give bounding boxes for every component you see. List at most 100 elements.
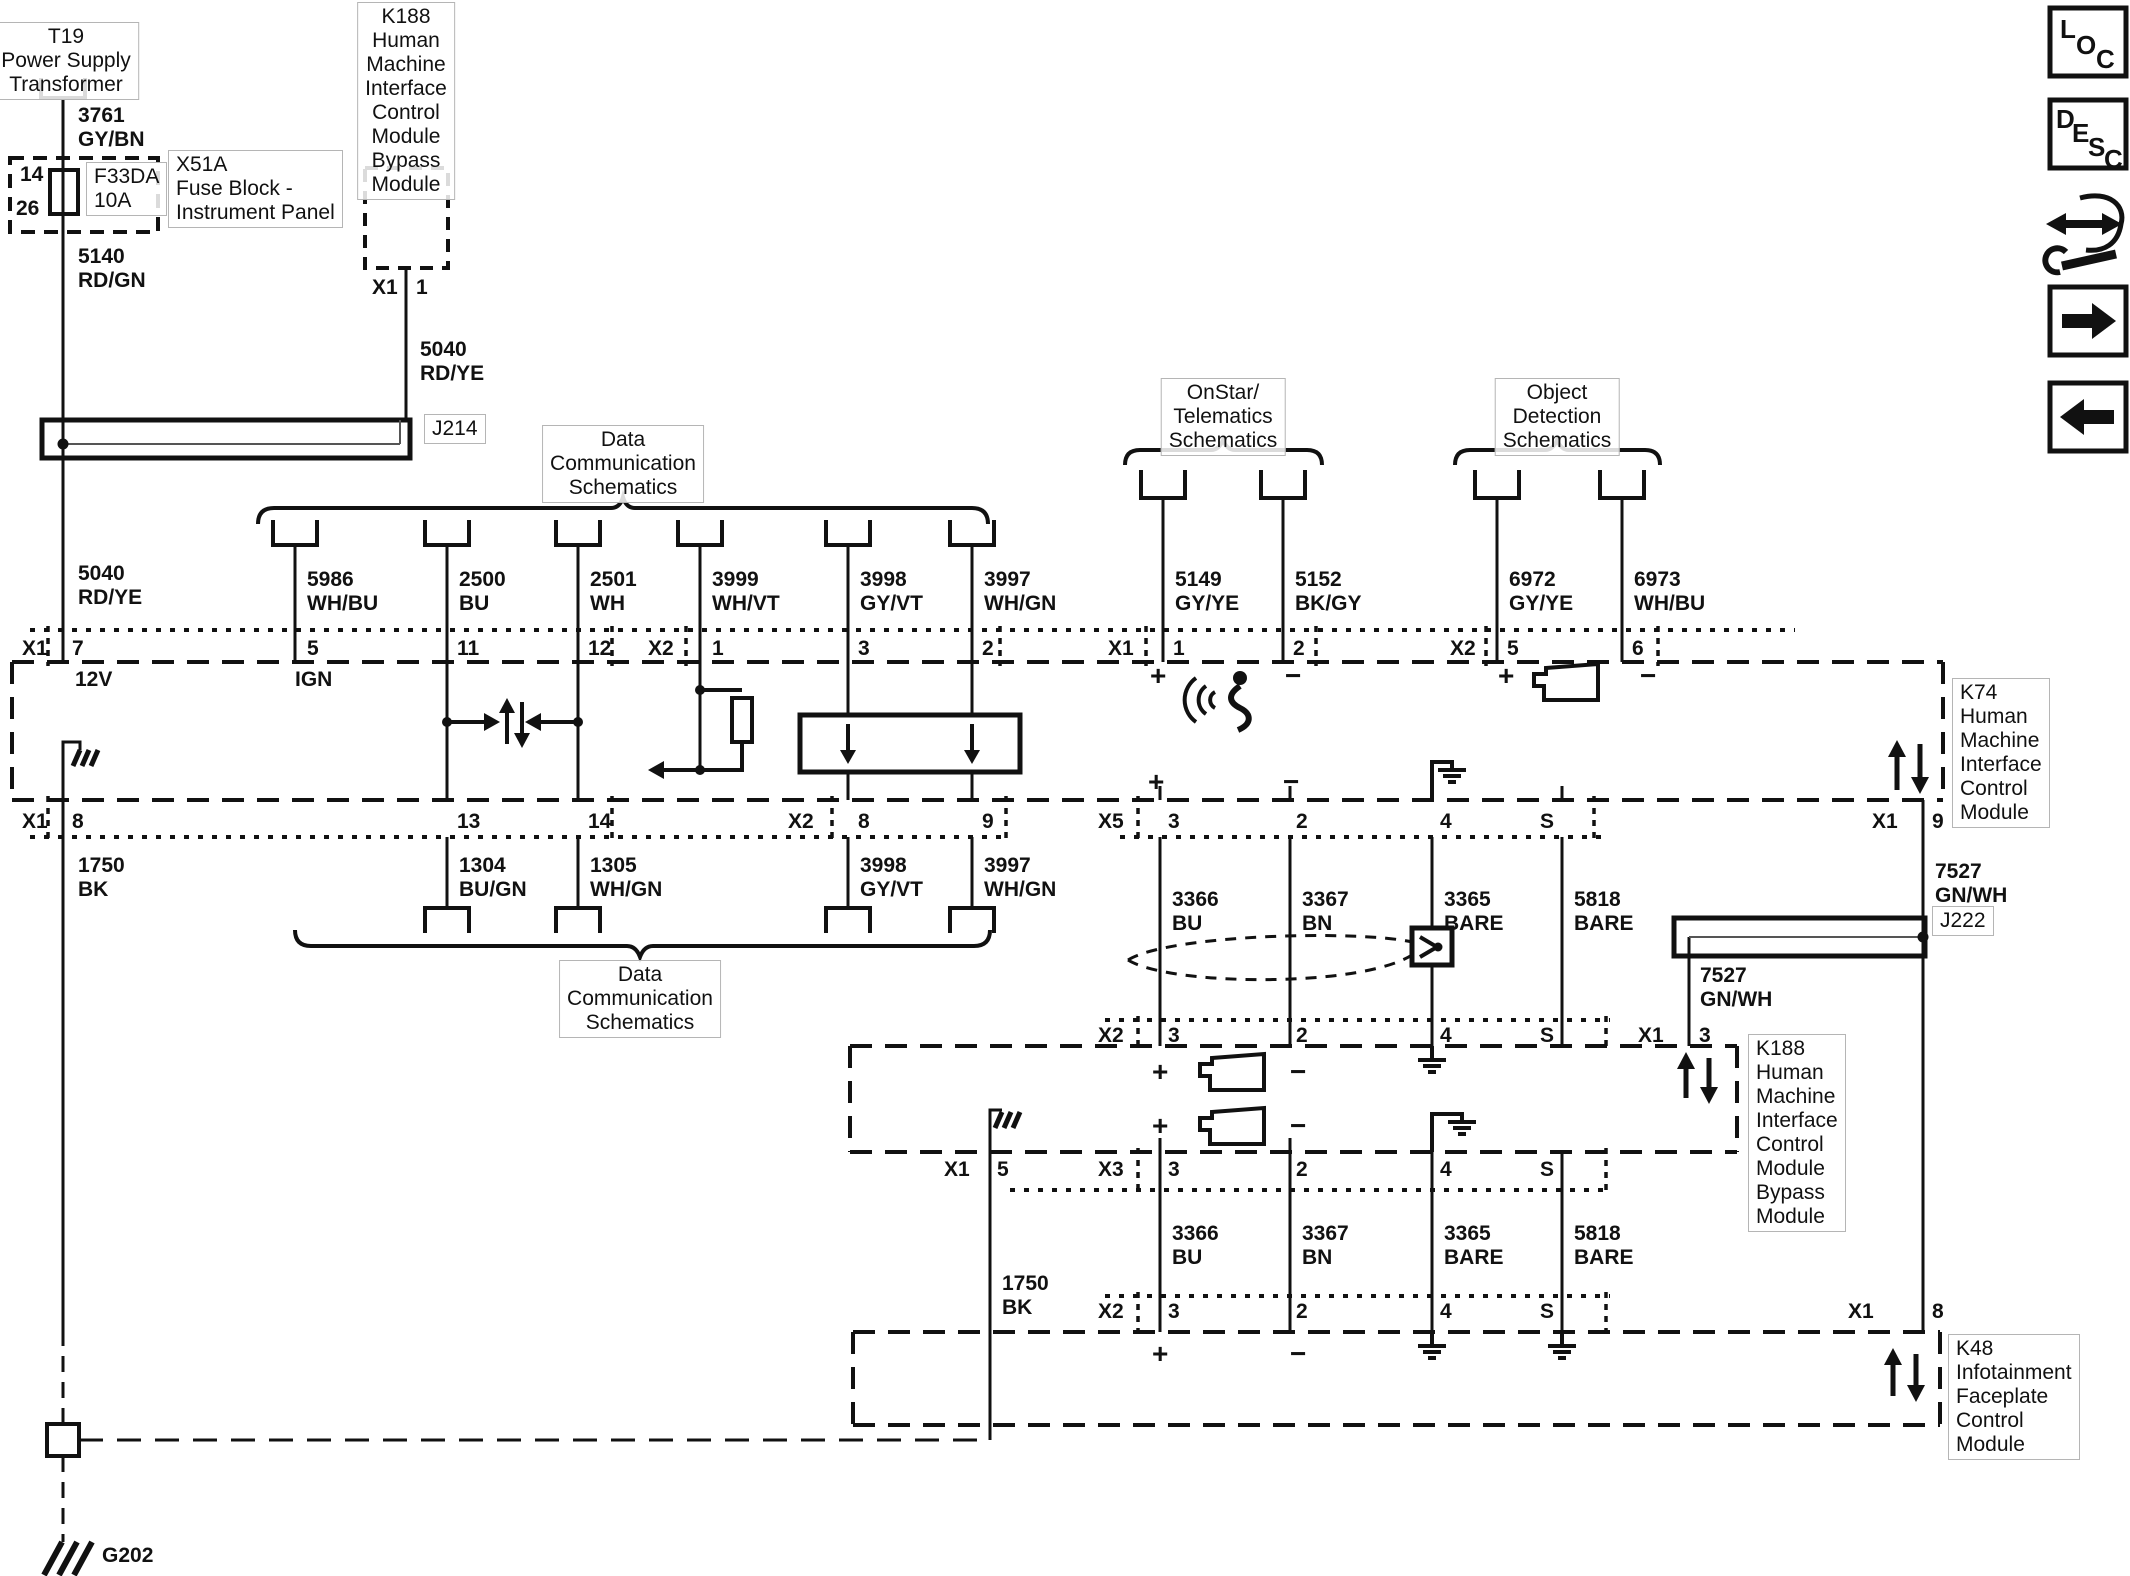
bypass-x3-pin-2: 2	[1296, 1158, 1308, 1181]
wire-2501-label: 2501 WH	[590, 568, 637, 615]
wire-1750-left-label: 1750 BK	[78, 854, 125, 901]
bypass-x2-pin-s: S	[1540, 1024, 1555, 1047]
k74-conn-x2-bottom: X2	[788, 810, 814, 833]
loc-letter-c[interactable]: C	[2096, 44, 2115, 74]
desc-letter-e[interactable]: E	[2072, 118, 2090, 148]
earth-ground-bypass-pin4	[1418, 1046, 1446, 1074]
wire-6972-label: 6972 GY/YE	[1509, 568, 1574, 615]
k74-pin-5: 5	[307, 637, 319, 660]
j222-label: J222	[1932, 906, 1994, 936]
x5-minus: −	[1283, 766, 1300, 797]
bypass-x2-pin-3: 3	[1168, 1024, 1180, 1047]
x5-pin-2: 2	[1296, 810, 1308, 833]
k74-label: K74 Human Machine Interface Control Modu…	[1952, 678, 2050, 828]
g202-label: G202	[102, 1544, 154, 1567]
earth-ground-k48-pin4	[1418, 1332, 1446, 1360]
offpage-stubs	[39, 78, 1646, 933]
k188-top-outline	[363, 166, 450, 270]
serial-arrows-k74	[1888, 740, 1929, 794]
k48-pin-s: S	[1540, 1300, 1555, 1323]
k74-pin-7: 7	[72, 637, 84, 660]
earth-ground-x5-pin4	[1430, 760, 1466, 800]
splice-j222	[1671, 915, 1929, 959]
serial-arrows-bypass	[1677, 1052, 1718, 1104]
module-outlines	[8, 156, 1945, 1427]
desc-letter-c[interactable]: C	[2104, 144, 2123, 174]
next-arrow-button[interactable]	[2047, 284, 2129, 358]
k74-pin-14: 14	[588, 810, 612, 833]
bypass-conn-x1: X1	[1638, 1024, 1664, 1047]
onstar-label: OnStar/ Telematics Schematics	[1160, 378, 1286, 456]
k74-pin-1: 1	[712, 637, 724, 660]
bypass-x3-pin-4: 4	[1440, 1158, 1452, 1181]
k74-pin-9: 9	[982, 810, 994, 833]
wire-3366-bottom-label: 3366 BU	[1172, 1222, 1219, 1269]
k74-pin-5-objdet: 5	[1507, 637, 1519, 660]
earth-ground-k48-s	[1548, 1332, 1576, 1360]
wire-3365-bottom-label: 3365 BARE	[1444, 1222, 1504, 1269]
cam-minus: −	[1640, 660, 1657, 691]
k74-signal-12v: 12V	[75, 668, 113, 691]
k48-conn-x1: X1	[1848, 1300, 1874, 1323]
k74-pin-12: 12	[588, 637, 612, 660]
desc-button-box[interactable]	[2047, 97, 2129, 171]
serial-arrows-k48	[1884, 1348, 1925, 1402]
fuse-pin-26: 26	[16, 197, 40, 220]
k74-pin-1-onstar: 1	[1173, 637, 1185, 660]
camera-icon-objdet	[1532, 661, 1600, 702]
back-arrow-button[interactable]	[2047, 380, 2129, 454]
bypass-row2-minus: −	[1290, 1110, 1307, 1141]
bypass-row1-plus: +	[1152, 1056, 1169, 1087]
wire-1750-bypass-label: 1750 BK	[1002, 1272, 1049, 1319]
desc-letter-d[interactable]: D	[2056, 104, 2075, 134]
wrench-arrow-icon[interactable]	[2042, 193, 2125, 276]
wire-5149-label: 5149 GY/YE	[1175, 568, 1240, 615]
wire-3997-top-label: 3997 WH/GN	[984, 568, 1057, 615]
wire-3366-top-label: 3366 BU	[1172, 888, 1219, 935]
chassis-ground-bypass	[988, 1108, 1023, 1152]
loc-letter-o[interactable]: O	[2076, 30, 2097, 60]
k74-pin-2: 2	[982, 637, 994, 660]
wire-3998-bottom-label: 3998 GY/VT	[860, 854, 924, 901]
x5-pin-s: S	[1540, 810, 1555, 833]
wire-7527-branch-label: 7527 GN/WH	[1700, 964, 1773, 1011]
wire-5152-label: 5152 BK/GY	[1295, 568, 1362, 615]
bypass-row2-plus: +	[1152, 1110, 1169, 1141]
ground-run	[45, 1330, 990, 1542]
k48-pin-2: 2	[1296, 1300, 1308, 1323]
gateway-symbol	[797, 712, 1023, 775]
wire-5040-right-label: 5040 RD/YE	[420, 338, 485, 385]
t19-label: T19 Power Supply Transformer	[0, 22, 139, 100]
wire-3997-bottom-label: 3997 WH/GN	[984, 854, 1057, 901]
terminating-resistor	[648, 685, 754, 779]
cam-plus: +	[1498, 660, 1515, 691]
loc-button-box[interactable]	[2047, 5, 2129, 79]
loc-letter-l[interactable]: L	[2060, 14, 2076, 44]
wire-3999-label: 3999 WH/VT	[712, 568, 780, 615]
wire-6973-label: 6973 WH/BU	[1634, 568, 1706, 615]
k74-conn-x1-right: X1	[1872, 810, 1898, 833]
x5-plus: +	[1148, 766, 1165, 797]
wire-3761-label: 3761 GY/BN	[78, 104, 145, 151]
pin-separator-ticks	[46, 626, 1660, 1336]
datacomm-top-label: Data Communication Schematics	[542, 425, 704, 503]
k48-minus: −	[1290, 1338, 1307, 1369]
x5-pin-4: 4	[1440, 810, 1452, 833]
wire-1305-label: 1305 WH/GN	[590, 854, 663, 901]
k74-pin-9-right: 9	[1932, 810, 1944, 833]
k188-top-label: K188 Human Machine Interface Control Mod…	[357, 2, 455, 200]
wire-5040-left-label: 5040 RD/YE	[78, 562, 143, 609]
g202-ground	[41, 1540, 95, 1576]
bypass-conn-x3: X3	[1098, 1158, 1124, 1181]
twisted-pair-shield	[1127, 925, 1455, 982]
bypass-conn-x1b: X1	[944, 1158, 970, 1181]
desc-letter-s[interactable]: S	[2088, 132, 2106, 162]
wire-5818-bottom-label: 5818 BARE	[1574, 1222, 1634, 1269]
k74-pin-2-onstar: 2	[1293, 637, 1305, 660]
k74-outline	[10, 660, 1945, 802]
wire-7527-right-label: 7527 GN/WH	[1935, 860, 2008, 907]
fuse-pin-14: 14	[20, 163, 44, 186]
k74-pin-11: 11	[457, 637, 480, 660]
